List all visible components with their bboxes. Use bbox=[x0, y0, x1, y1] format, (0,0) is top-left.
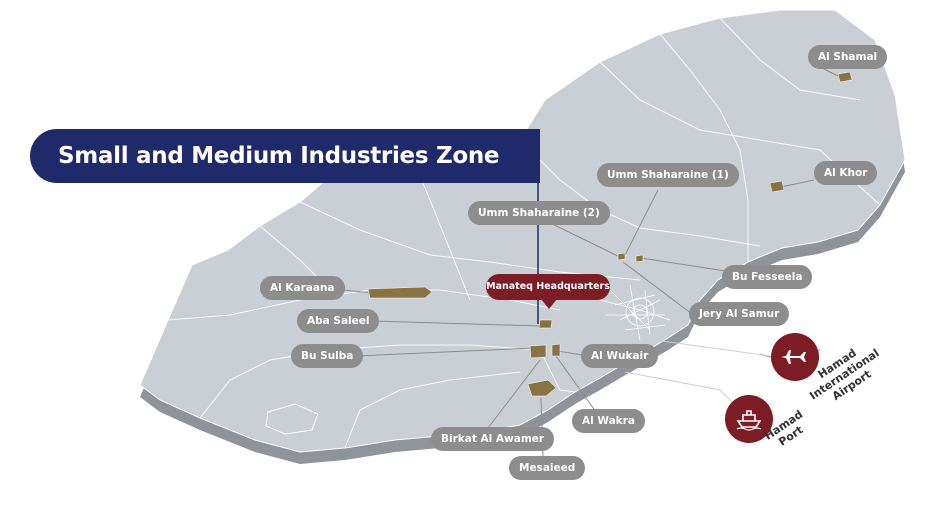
zone-label-al-karaana[interactable]: Al Karaana bbox=[260, 276, 345, 300]
zone-markers bbox=[367, 71, 853, 397]
zone-label-al-wukair[interactable]: Al Wukair bbox=[581, 344, 659, 368]
airplane-icon bbox=[781, 350, 806, 364]
zone-marker-aba-saleel bbox=[538, 319, 553, 329]
zone-marker-al-wukair bbox=[551, 343, 561, 357]
headquarters-marker[interactable]: Manateq Headquarters bbox=[486, 274, 610, 309]
zone-label-al-shamal[interactable]: Al Shamal bbox=[808, 45, 888, 69]
zone-marker-al-karaana bbox=[367, 286, 433, 299]
zone-label-umm-shaharaine-2[interactable]: Umm Shaharaine (2) bbox=[468, 201, 610, 225]
doha-roads bbox=[599, 284, 671, 341]
zone-marker-mesaieed bbox=[527, 379, 557, 397]
zone-label-al-wakra[interactable]: Al Wakra bbox=[572, 409, 645, 433]
zone-label-umm-shaharaine-1[interactable]: Umm Shaharaine (1) bbox=[597, 163, 739, 187]
zone-label-birkat-al-awamer[interactable]: Birkat Al Awamer bbox=[431, 427, 555, 451]
zone-label-bu-sulba[interactable]: Bu Sulba bbox=[291, 344, 364, 368]
ship-icon bbox=[736, 410, 762, 431]
zone-marker-al-shamal bbox=[837, 71, 853, 83]
zone-label-mesaieed[interactable]: Mesaieed bbox=[509, 456, 586, 480]
zone-marker-al-khor bbox=[769, 180, 785, 193]
zone-marker-umm-shahraine bbox=[617, 252, 626, 261]
title-banner: Small and Medium Industries Zone bbox=[30, 129, 540, 183]
airport-marker[interactable] bbox=[771, 333, 819, 381]
port-marker[interactable] bbox=[725, 395, 773, 443]
land-surface bbox=[139, 9, 906, 453]
zone-marker-jery bbox=[635, 254, 644, 263]
zone-label-jery-al-samur[interactable]: Jery Al Samur bbox=[689, 302, 790, 326]
zone-label-al-khor[interactable]: Al Khor bbox=[814, 161, 878, 185]
leader-lines-light bbox=[624, 337, 771, 406]
zone-marker-bu-sulba bbox=[529, 344, 547, 359]
zone-label-aba-saleel[interactable]: Aba Saleel bbox=[297, 309, 380, 333]
south-island bbox=[265, 403, 319, 435]
page-title: Small and Medium Industries Zone bbox=[58, 143, 500, 169]
zone-label-bu-fesseela[interactable]: Bu Fesseela bbox=[722, 265, 813, 289]
